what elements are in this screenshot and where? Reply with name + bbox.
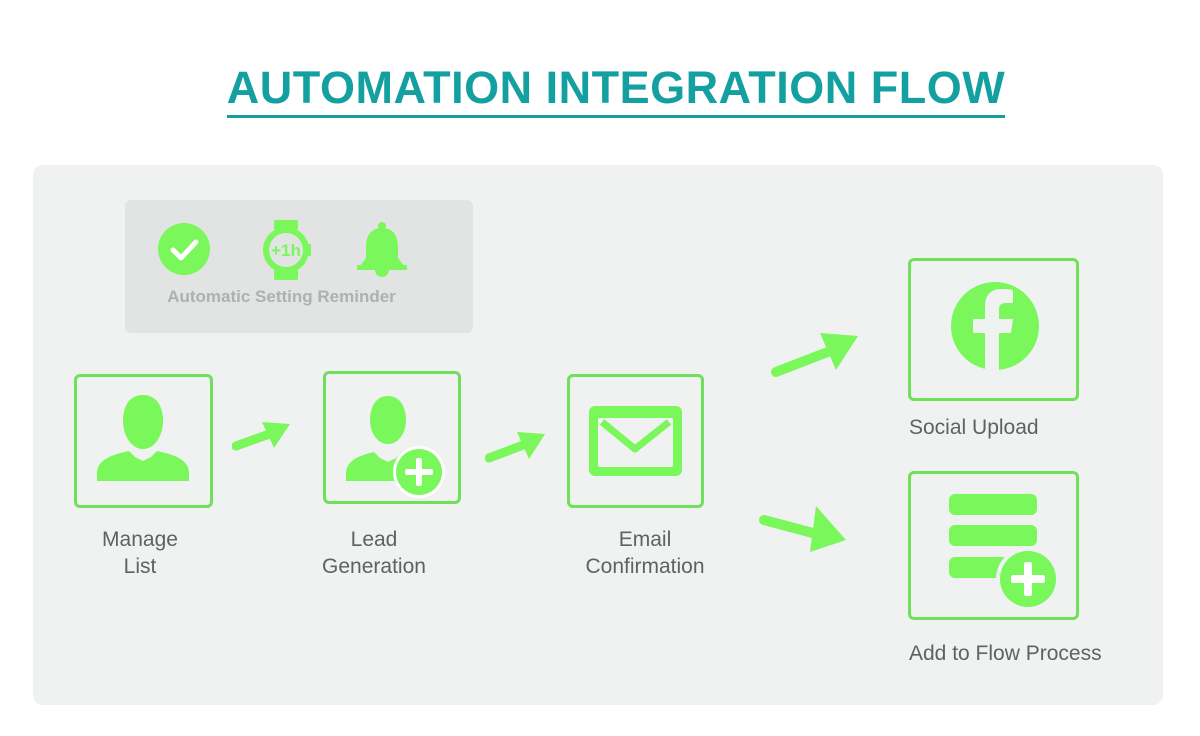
add-to-flow-process-box[interactable] — [908, 471, 1079, 620]
lead-generation-box[interactable] — [323, 371, 461, 504]
email-confirmation-label: Email Confirmation — [585, 528, 705, 578]
list-add-icon — [949, 494, 1060, 611]
page-title-text: AUTOMATION INTEGRATION FLOW — [226, 62, 1006, 118]
watch-plus-1h-icon: +1h — [263, 220, 311, 280]
manage-list-label: Manage List — [102, 528, 178, 578]
add-to-flow-process-label: Add to Flow Process — [909, 642, 1102, 665]
user-icon — [97, 395, 189, 481]
envelope-icon — [589, 406, 682, 476]
social-upload-box[interactable] — [908, 258, 1079, 401]
watch-text: +1h — [271, 241, 301, 260]
page-title: AUTOMATION INTEGRATION FLOW — [0, 62, 1200, 118]
arrow-1-icon — [232, 422, 290, 451]
manage-list-box[interactable] — [74, 374, 213, 508]
facebook-icon — [951, 282, 1039, 370]
check-circle-icon — [158, 223, 210, 275]
arrow-4-icon — [759, 506, 846, 552]
user-add-icon — [346, 396, 445, 498]
reminder-panel: +1h Automatic Setting Reminder — [125, 200, 473, 333]
social-upload-label: Social Upload — [909, 416, 1039, 439]
lead-generation-label: Lead Generation — [322, 528, 426, 578]
reminder-label: Automatic Setting Reminder — [167, 287, 396, 306]
arrow-2-icon — [485, 432, 545, 463]
arrow-3-icon — [771, 333, 858, 377]
email-confirmation-box[interactable] — [567, 374, 704, 508]
bell-icon — [357, 222, 407, 277]
